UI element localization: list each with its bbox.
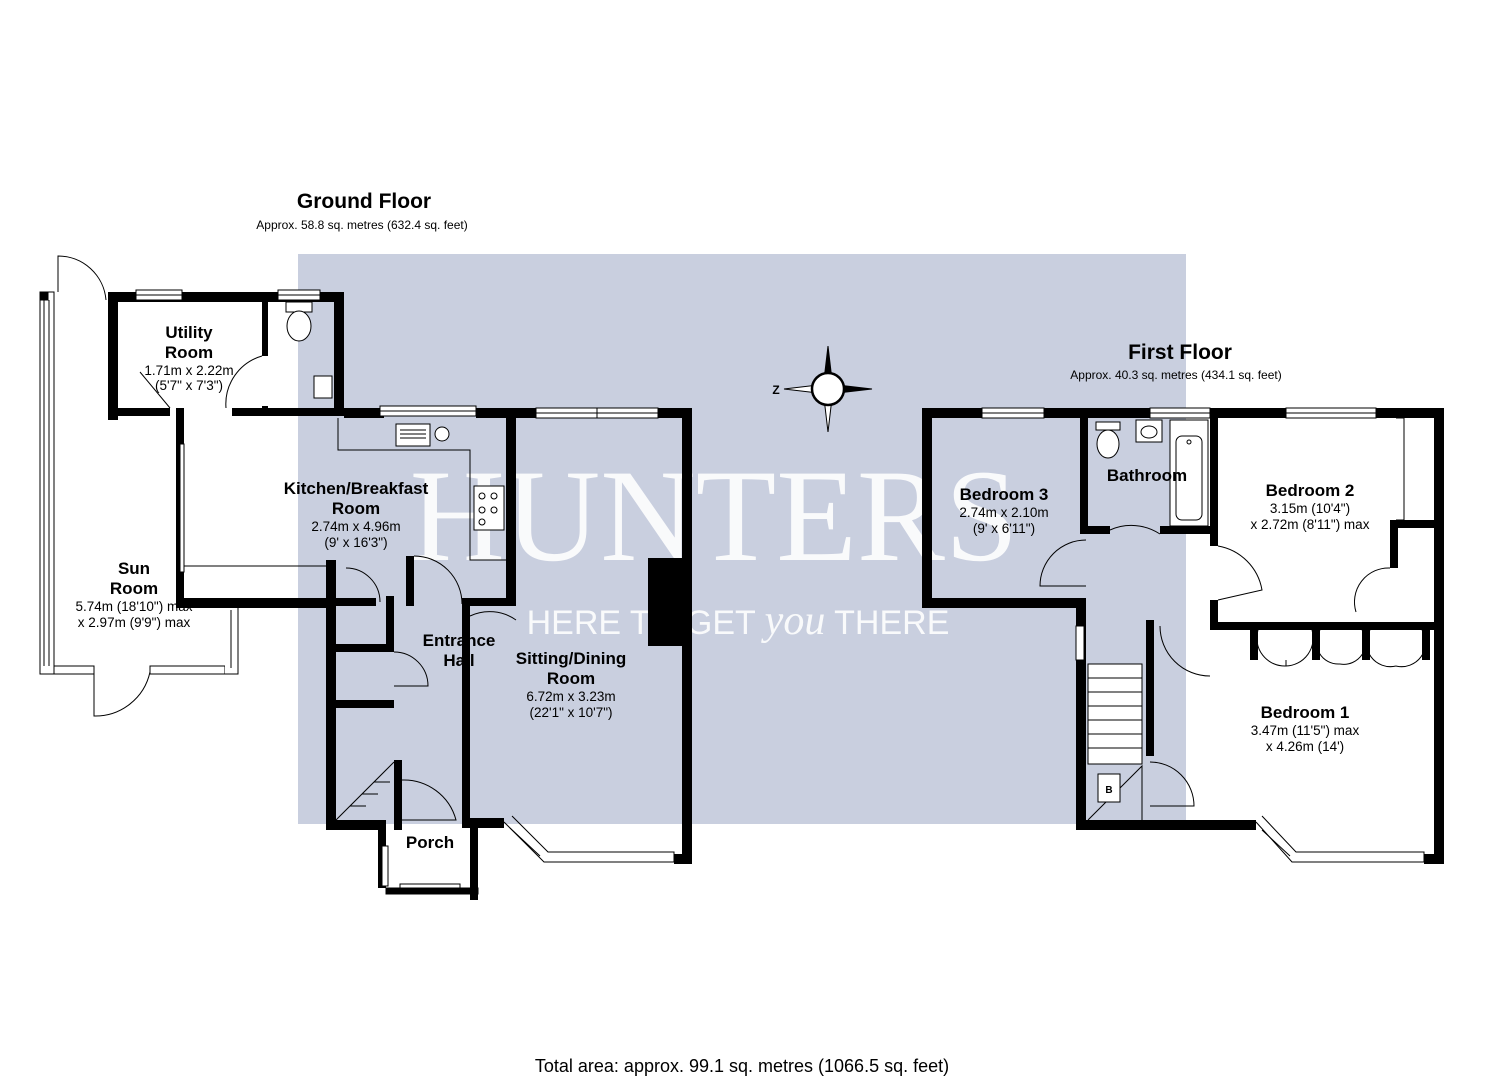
kitchen-name-line1: Kitchen/Breakfast <box>284 479 429 498</box>
bedroom2-dimensions: 3.15m (10'4") <box>1270 501 1350 516</box>
wc-toilet <box>285 301 313 342</box>
sitting-room-dimensions: 6.72m x 3.23m <box>526 689 615 704</box>
sitting-walls <box>516 408 692 864</box>
utility-doors <box>139 355 263 409</box>
sun-room-doors <box>57 255 151 717</box>
sitting-room-dimensions-imperial: (22'1" x 10'7") <box>529 705 612 720</box>
first-floor-area: Approx. 40.3 sq. metres (434.1 sq. feet) <box>1070 368 1282 382</box>
sitting-room-name-line2: Room <box>547 669 595 688</box>
sitting-room-name-line1: Sitting/Dining <box>516 649 626 668</box>
sun-room-name-line1: Sun <box>118 559 150 578</box>
bedroom1-name: Bedroom 1 <box>1261 703 1350 722</box>
bedroom3-name: Bedroom 3 <box>960 485 1049 504</box>
first-floor-doors <box>1039 417 1427 807</box>
utility-room-name-line1: Utility <box>165 323 213 342</box>
porch-fittings <box>381 845 479 895</box>
entrance-hall-name-line1: Entrance <box>423 631 496 650</box>
sun-room-name-line2: Room <box>110 579 158 598</box>
utility-sink <box>313 375 333 399</box>
hall-doors <box>345 555 517 821</box>
bathroom-name: Bathroom <box>1107 466 1187 485</box>
bedroom3-dimensions: 2.74m x 2.10m <box>959 505 1048 520</box>
boiler-label: B <box>1105 785 1112 796</box>
utility-walls <box>108 292 384 420</box>
first-floor-plan: B <box>922 407 1444 864</box>
kitchen-name-line2: Room <box>332 499 380 518</box>
bathroom-fittings <box>1095 419 1209 527</box>
utility-room-dimensions-imperial: (5'7" x 7'3") <box>155 378 223 393</box>
first-floor-title: First Floor <box>1128 341 1232 364</box>
boiler-cupboard: B <box>1097 773 1121 803</box>
first-floor-walls <box>922 408 1444 864</box>
sitting-windows <box>503 407 675 863</box>
bedroom1-dimensions-2: x 4.26m (14') <box>1266 739 1344 754</box>
utility-room-dimensions: 1.71m x 2.22m <box>144 363 233 378</box>
bedroom3-dimensions-imperial: (9' x 6'11") <box>973 521 1035 536</box>
first-floor-stairs <box>1087 663 1143 821</box>
kitchen-dimensions: 2.74m x 4.96m <box>311 519 400 534</box>
kitchen-fittings <box>179 405 506 573</box>
compass: Z <box>772 345 873 433</box>
first-floor-windows <box>981 407 1425 863</box>
sun-room-outline <box>39 291 239 675</box>
bedroom2-dimensions-2: x 2.72m (8'11") max <box>1251 517 1370 532</box>
entrance-hall-name-line2: Hall <box>443 651 474 670</box>
bedroom1-dimensions: 3.47m (11'5") max <box>1251 723 1360 738</box>
ground-floor-plan <box>39 255 692 900</box>
room-labels: Utility Room 1.71m x 2.22m (5'7" x 7'3")… <box>76 323 1370 852</box>
watermark-tagline: HERE TO GET you THERE <box>527 598 950 644</box>
watermark: HUNTERS HERE TO GET you THERE <box>298 254 1186 824</box>
total-area: Total area: approx. 99.1 sq. metres (106… <box>534 1056 950 1076</box>
hall-stairs <box>335 761 395 821</box>
utility-room-name-line2: Room <box>165 343 213 362</box>
utility-windows <box>135 289 321 301</box>
watermark-panel <box>298 254 1186 824</box>
sun-room-dimensions: 5.74m (18'10") max <box>76 599 193 614</box>
ground-floor-title: Ground Floor <box>296 190 432 213</box>
bedroom2-name: Bedroom 2 <box>1266 481 1355 500</box>
compass-north-label: Z <box>772 383 779 397</box>
sun-room-dimensions-2: x 2.97m (9'9") max <box>78 615 191 630</box>
sun-room-wall-top <box>39 291 49 301</box>
kitchen-dimensions-imperial: (9' x 16'3") <box>324 535 387 550</box>
porch-name: Porch <box>406 833 454 852</box>
ground-floor-area: Approx. 58.8 sq. metres (632.4 sq. feet) <box>256 218 468 232</box>
